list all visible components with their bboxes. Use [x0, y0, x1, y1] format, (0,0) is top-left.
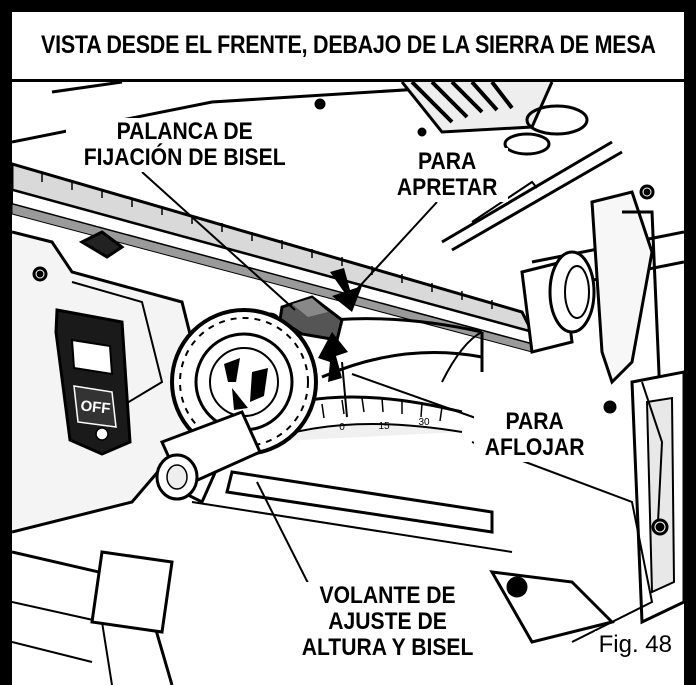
- callout-to-tighten-line-1: PARA: [417, 148, 477, 175]
- handwheel-handle: [155, 410, 262, 501]
- figure-label: Fig. 48: [594, 631, 676, 659]
- callout-to-tighten: PARA APRETAR: [386, 148, 509, 202]
- callout-handwheel-line-1: VOLANTE DE: [319, 582, 456, 609]
- callout-to-loosen: PARA AFLOJAR: [474, 408, 596, 462]
- fence-rail: [12, 162, 535, 353]
- title-bar: VISTA DESDE EL FRENTE, DEBAJO DE LA SIER…: [12, 12, 684, 82]
- right-assembly: [471, 184, 684, 644]
- leader-lines: [141, 171, 488, 588]
- switch-off-label: OFF: [80, 398, 112, 418]
- callout-to-tighten-line-2: APRETAR: [396, 174, 498, 201]
- callout-handwheel: VOLANTE DE AJUSTE DE ALTURA Y BISEL: [286, 582, 490, 662]
- callout-bevel-lock-lever-line-2: FIJACIÓN DE BISEL: [83, 144, 286, 171]
- table-top: [12, 82, 623, 252]
- scale-mark-15: 15: [378, 421, 390, 432]
- callout-to-loosen-line-2: AFLOJAR: [484, 434, 585, 461]
- scale-mark-30: 30: [418, 417, 430, 428]
- table-saw-illustration: OFF 0 15 30: [12, 82, 684, 685]
- tighten-arrow: [330, 268, 362, 312]
- callout-handwheel-line-2: AJUSTE DE: [328, 608, 447, 635]
- figure-title: VISTA DESDE EL FRENTE, DEBAJO DE LA SIER…: [40, 31, 656, 59]
- power-switch: OFF: [54, 308, 132, 456]
- trunnion: [191, 317, 513, 553]
- callout-to-loosen-line-1: PARA: [505, 408, 564, 435]
- loosen-arrow: [318, 332, 348, 382]
- callout-bevel-lock-lever-line-1: PALANCA DE: [116, 118, 253, 145]
- scale-mark-0: 0: [339, 422, 345, 433]
- callout-handwheel-line-3: ALTURA Y BISEL: [301, 634, 474, 661]
- callout-bevel-lock-lever: PALANCA DE FIJACIÓN DE BISEL: [66, 118, 304, 172]
